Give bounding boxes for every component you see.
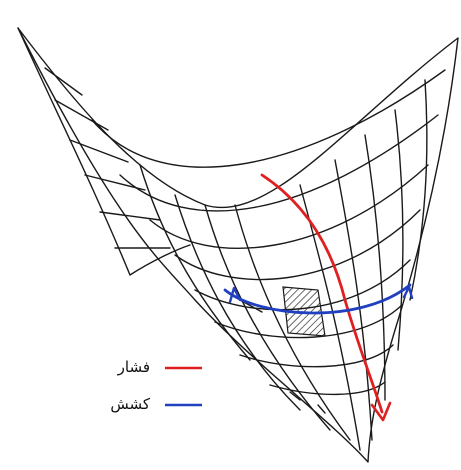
- surface-mesh: [18, 28, 458, 462]
- left-flap-edge: [18, 28, 190, 275]
- left-flap-line-5: [100, 212, 160, 220]
- legend-label-tension: کشش: [110, 395, 151, 413]
- mesh-curve-7: [240, 345, 393, 367]
- mesh-curve-3: [150, 165, 428, 248]
- mesh-curve-4: [175, 210, 420, 279]
- legend-label-compression: فشار: [117, 358, 150, 376]
- compression-curve: [262, 175, 382, 412]
- mesh-long-5: [335, 160, 372, 440]
- mesh-long-6: [365, 135, 385, 400]
- mesh-curve-1: [92, 70, 445, 167]
- surface-outline: [18, 28, 458, 462]
- edge-tick-3: [318, 405, 325, 413]
- mesh-long-1: [175, 195, 300, 410]
- mesh-long-9: [140, 165, 250, 360]
- legend: فشار کشش: [110, 358, 202, 413]
- mesh-curve-2: [120, 115, 438, 211]
- mesh-long-8: [410, 80, 427, 300]
